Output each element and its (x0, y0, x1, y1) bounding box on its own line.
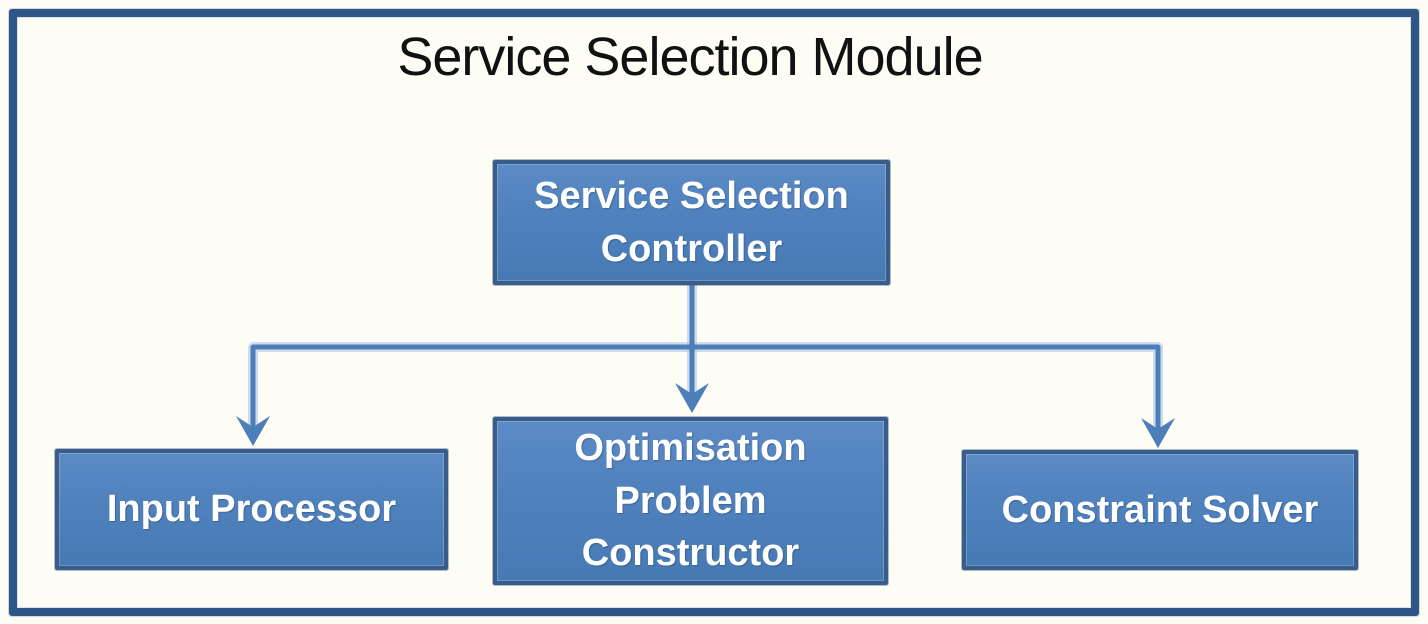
diagram-title: Service Selection Module (397, 27, 983, 87)
node-service-selection-controller: Service Selection Controller (493, 160, 890, 285)
node-service-selection-controller-label: Service Selection Controller (534, 175, 849, 270)
node-constraint-solver: Constraint Solver (962, 450, 1358, 570)
arrowhead-middle-icon (675, 383, 709, 413)
node-input-processor-label: Input Processor (106, 488, 397, 531)
node-optimisation-problem-constructor: Optimisation Problem Constructor (493, 417, 888, 585)
connector-rail (250, 344, 1161, 430)
arrowhead-right-icon (1141, 418, 1175, 448)
arrowhead-left-icon (236, 416, 270, 446)
node-constraint-solver-label: Constraint Solver (1001, 488, 1319, 531)
node-optimisation-problem-constructor-label: Optimisation Problem Constructor (574, 427, 807, 575)
diagram-frame (9, 9, 1419, 616)
node-input-processor: Input Processor (55, 449, 448, 570)
